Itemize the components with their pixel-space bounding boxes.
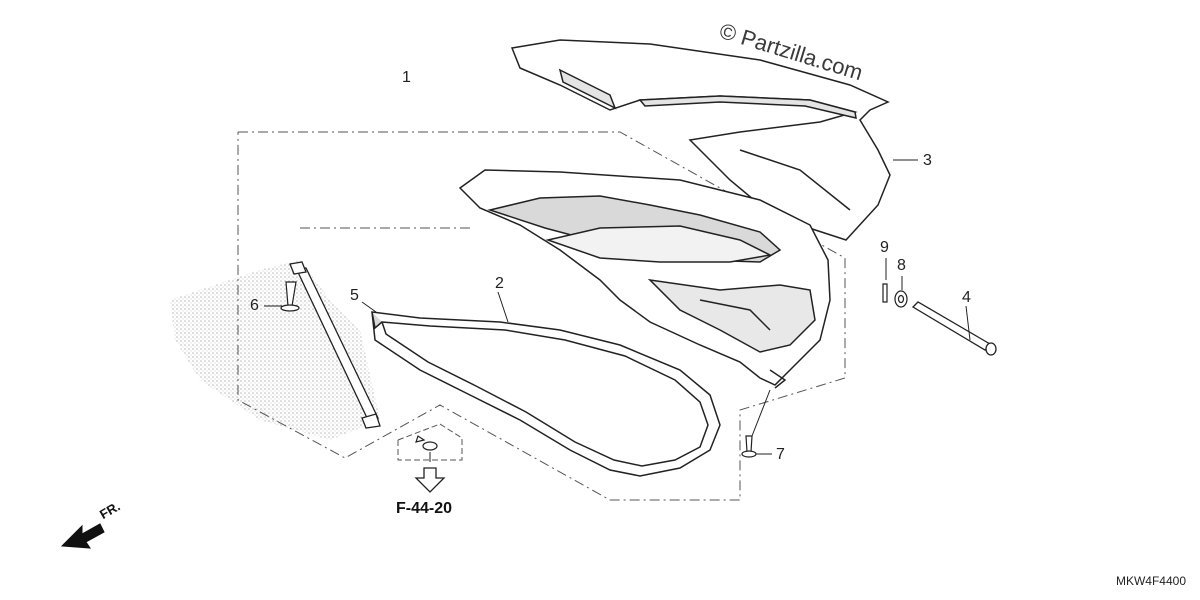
callout-1[interactable]: 1 — [402, 69, 411, 86]
reference-box — [397, 423, 463, 461]
callout-5[interactable]: 5 — [350, 287, 359, 304]
part-1-glove-box — [458, 169, 831, 389]
callout-8[interactable]: 8 — [897, 257, 906, 274]
reference-screw — [415, 435, 438, 451]
part-7-screw — [741, 435, 757, 458]
part-8-washer — [894, 290, 908, 308]
callout-9[interactable]: 9 — [880, 239, 889, 256]
callout-4[interactable]: 4 — [962, 289, 971, 306]
part-6-screw — [280, 281, 300, 312]
callout-6[interactable]: 6 — [250, 297, 259, 314]
part-2-seal — [371, 311, 721, 477]
part-4-rod — [911, 301, 997, 356]
part-3-upper-cover — [510, 39, 891, 241]
part-5-stay — [289, 261, 381, 429]
part-9-pin — [882, 283, 888, 303]
callout-2[interactable]: 2 — [495, 275, 504, 292]
callout-7[interactable]: 7 — [776, 446, 785, 463]
reference-arrow-icon[interactable] — [414, 467, 446, 493]
callout-3[interactable]: 3 — [923, 152, 932, 169]
stipple-shadow — [170, 260, 380, 440]
leader-lines — [264, 159, 971, 462]
reference-label[interactable]: F-44-20 — [396, 500, 453, 517]
front-direction-arrow-icon — [60, 523, 105, 549]
diagram-code: MKW4F4400 — [1115, 574, 1186, 588]
